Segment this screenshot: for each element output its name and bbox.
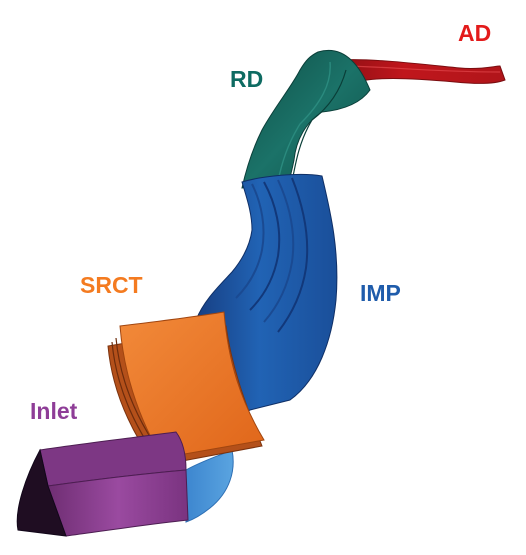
inlet-body (47, 469, 189, 537)
rd-vane-2 (291, 69, 347, 183)
rd-vane-1 (277, 61, 331, 183)
imp-blade-3 (263, 179, 295, 323)
label-rd: RD (230, 66, 264, 92)
imp-lower (185, 449, 234, 523)
label-imp: IMP (360, 280, 401, 306)
inlet-nose (16, 448, 67, 537)
ad-part (335, 59, 506, 85)
label-ad: AD (458, 20, 492, 46)
imp-blade-2 (249, 181, 281, 311)
imp-blade-4 (277, 177, 309, 333)
label-inlet: Inlet (30, 398, 78, 424)
srct-face (119, 311, 265, 459)
imp-blade-1 (235, 183, 265, 299)
label-srct: SRCT (80, 272, 143, 298)
